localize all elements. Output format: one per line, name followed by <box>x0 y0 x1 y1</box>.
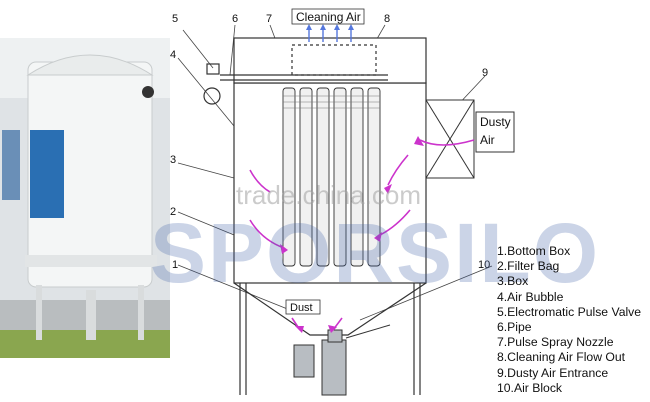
discharge-valves <box>293 324 391 396</box>
cleaning-air-box <box>291 8 365 25</box>
bag-stripes <box>283 95 380 109</box>
callout-5: 5 <box>172 13 178 25</box>
callout-2: 2 <box>170 206 176 218</box>
legend-item: 8.Cleaning Air Flow Out <box>497 350 626 365</box>
parts-legend: 1.Bottom Box 2.Filter Bag 3.Box 4.Air Bu… <box>497 244 641 396</box>
dust-box <box>285 299 321 315</box>
cleaning-air-arrow-heads <box>306 24 354 30</box>
legend-item: 7.Pulse Spray Nozzle <box>497 335 614 350</box>
dusty-air-label-line1: Dusty <box>480 115 511 129</box>
legend-item: 4.Air Bubble <box>497 289 564 304</box>
callout-8: 8 <box>384 13 390 25</box>
arrow-heads <box>280 136 424 333</box>
cleaning-air-arrows <box>308 28 352 42</box>
dust-label: Dust <box>290 302 313 314</box>
legend-item: 10.Air Block <box>497 380 563 395</box>
legend-item: 9.Dusty Air Entrance <box>497 365 609 380</box>
filter-bags <box>282 87 381 267</box>
legend-item: 1.Bottom Box <box>497 244 571 258</box>
legend-item: 3.Box <box>497 274 529 289</box>
callout-1: 1 <box>172 259 178 271</box>
callout-7: 7 <box>266 13 272 25</box>
legend-item: 5.Electromatic Pulse Valve <box>497 304 642 319</box>
equipment-photo <box>0 38 170 358</box>
box-housing <box>203 37 427 395</box>
callout-6: 6 <box>232 13 238 25</box>
dusty-air-label-line2: Air <box>480 133 495 147</box>
callout-3: 3 <box>170 154 176 166</box>
callout-4: 4 <box>170 49 176 61</box>
legend-item: 2.Filter Bag <box>497 259 560 274</box>
callout-10: 10 <box>478 259 490 271</box>
legend-item: 6.Pipe <box>497 320 532 335</box>
cleaning-air-label: Cleaning Air <box>296 10 361 24</box>
callout-9: 9 <box>482 67 488 79</box>
blue-access-panel <box>30 130 64 218</box>
dusty-air-entrance-box <box>425 99 515 179</box>
